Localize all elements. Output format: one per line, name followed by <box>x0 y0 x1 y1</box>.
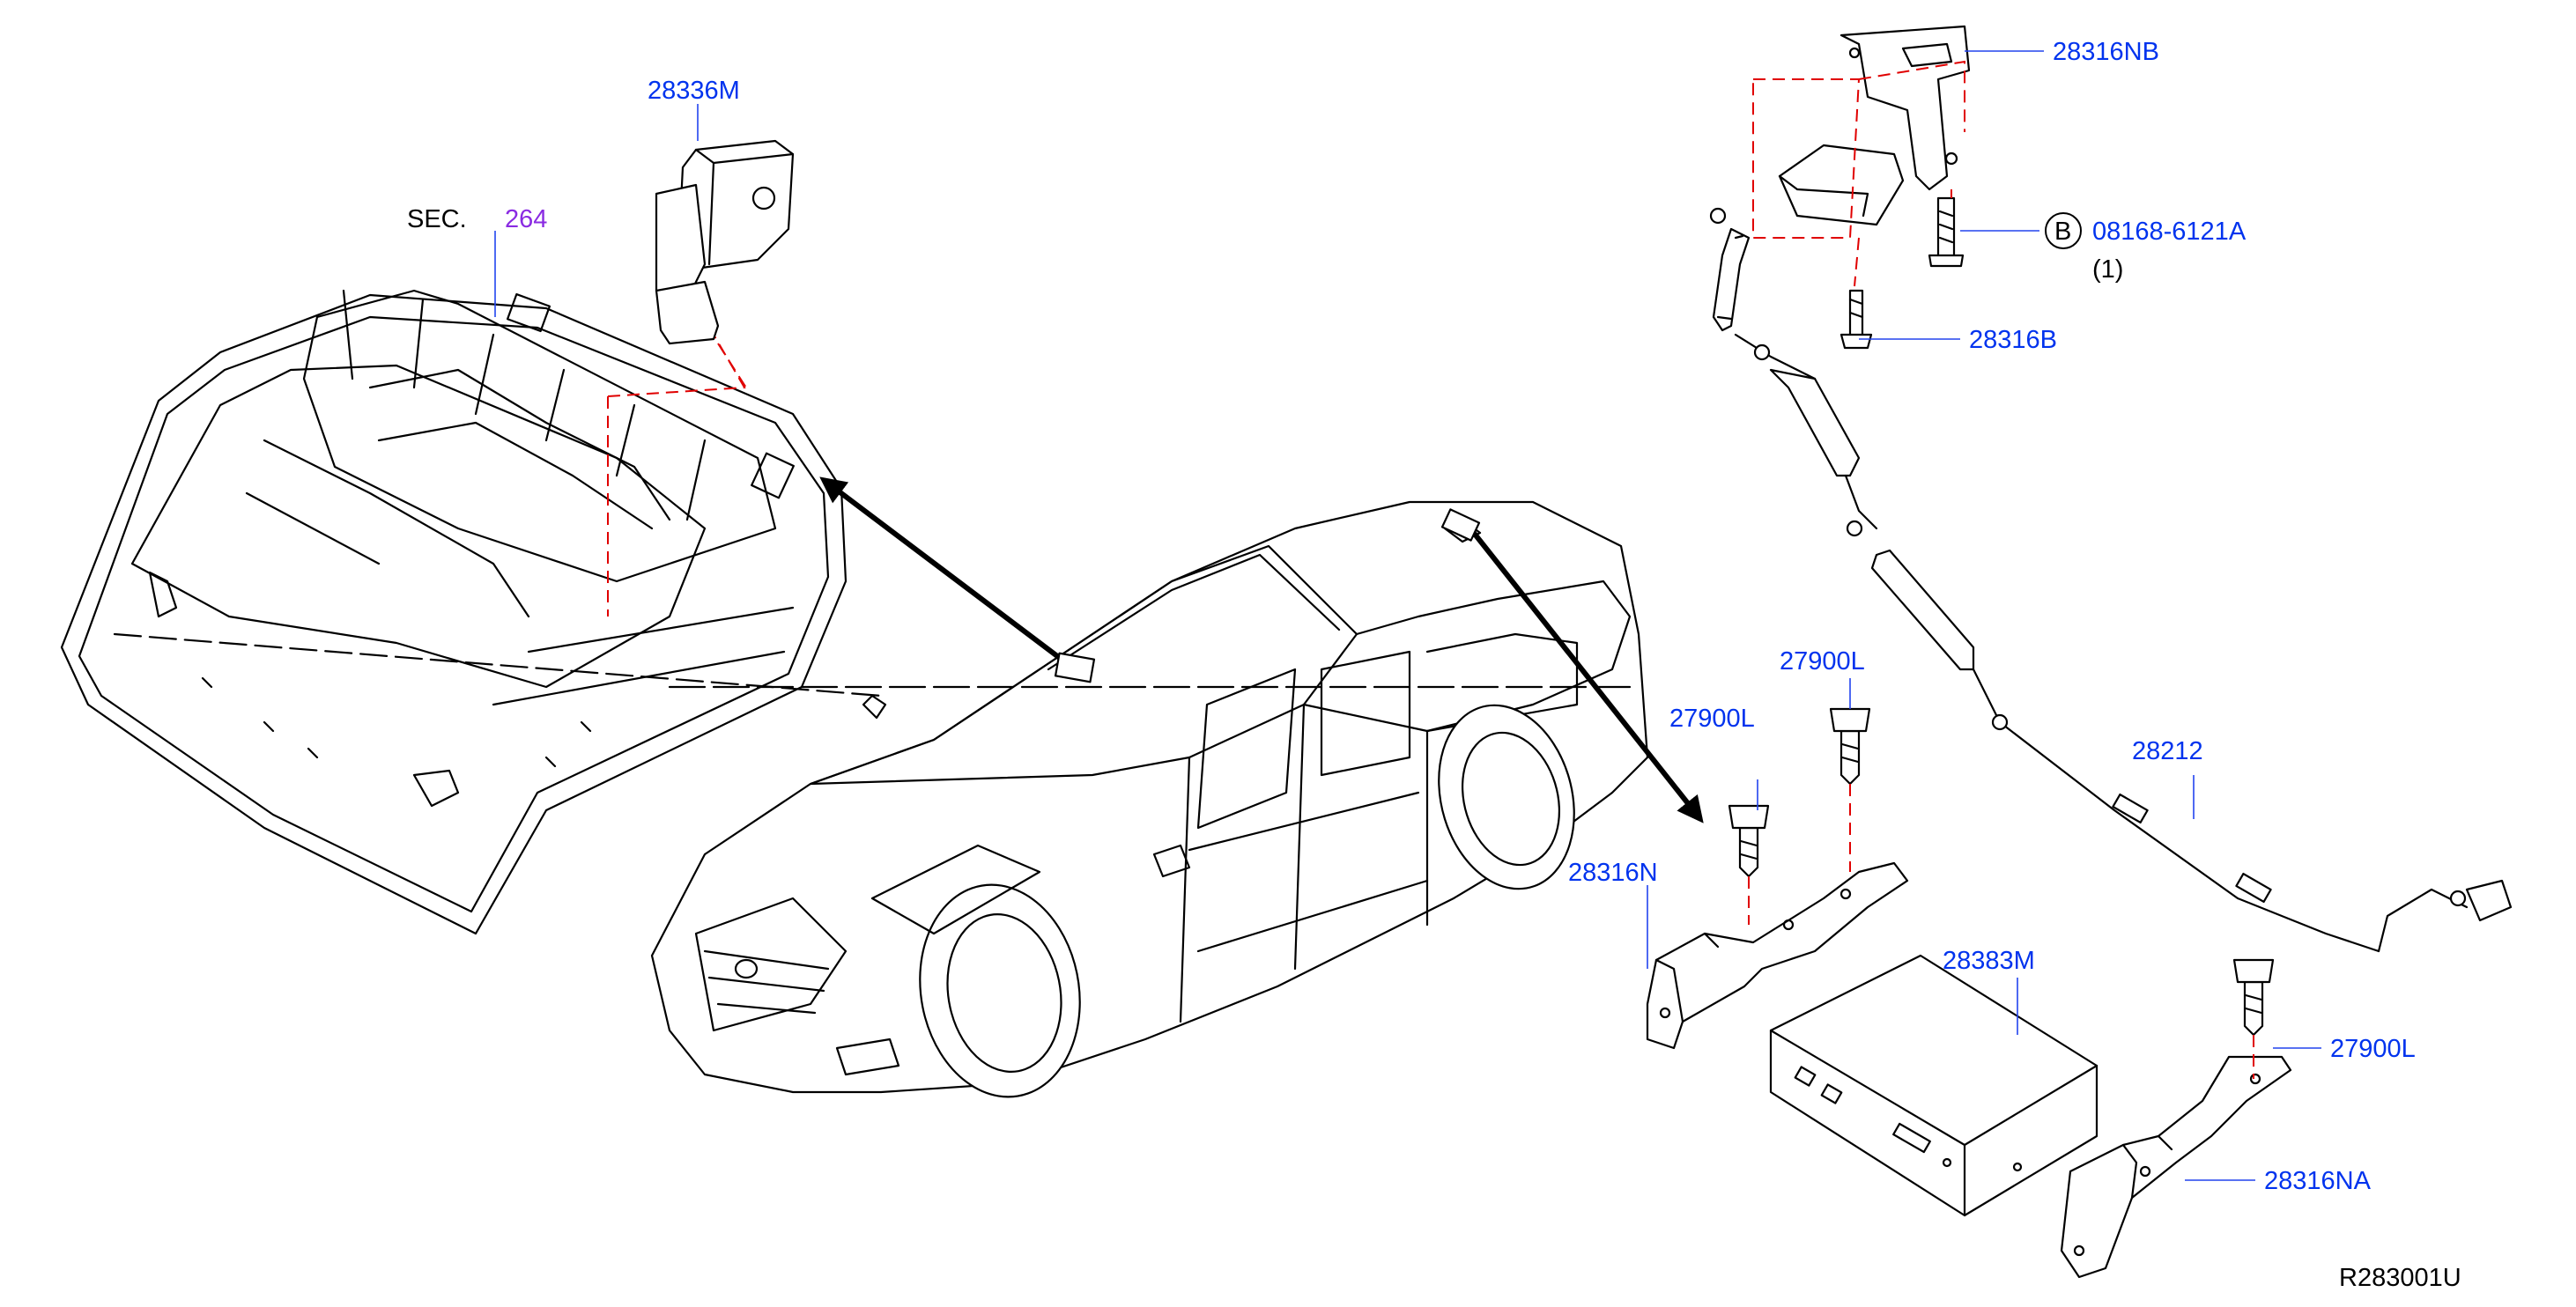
part-label-28212: 28212 <box>2132 737 2203 765</box>
bracket-28316NA <box>2060 958 2292 1279</box>
leader-lines <box>494 50 2321 1181</box>
part-label-08168-6121A: 08168-6121A <box>2092 218 2247 246</box>
part-label-28316NB: 28316NB <box>2053 38 2159 66</box>
part-label-27900L-top: 27900L <box>1780 647 1865 676</box>
control-unit-28383M <box>1769 954 2099 1217</box>
pointer-arrows <box>819 476 1704 823</box>
part-label-27900L-right: 27900L <box>2330 1035 2416 1063</box>
part-label-28316N: 28316N <box>1568 859 1658 887</box>
part-label-28316B: 28316B <box>1969 326 2057 354</box>
part-label-28316NA: 28316NA <box>2264 1167 2372 1195</box>
bolt-marker-letter: B <box>2054 218 2071 246</box>
part-label-28336M: 28336M <box>648 77 740 105</box>
car-illustration <box>650 500 1649 1098</box>
sec-label: SEC. <box>407 205 467 233</box>
part-label-27900L-mid: 27900L <box>1669 705 1755 733</box>
sec-number-label: 264 <box>505 205 547 233</box>
bolt-marker-circle <box>2045 212 2082 249</box>
part-labels: SEC. 264 28336M 28316NB B 08168-6121A (1… <box>407 38 2461 1292</box>
bracket-28316N <box>1646 707 1909 1050</box>
switch-28336M <box>655 139 795 393</box>
map-lamp-assembly <box>60 289 883 935</box>
diagram-id-label: R283001U <box>2339 1264 2461 1292</box>
feeder-cable-28212 <box>1709 207 2513 953</box>
part-label-28383M: 28383M <box>1943 947 2035 975</box>
antenna-module-bracket <box>1752 25 1971 350</box>
quantity-label: (1) <box>2092 255 2123 284</box>
